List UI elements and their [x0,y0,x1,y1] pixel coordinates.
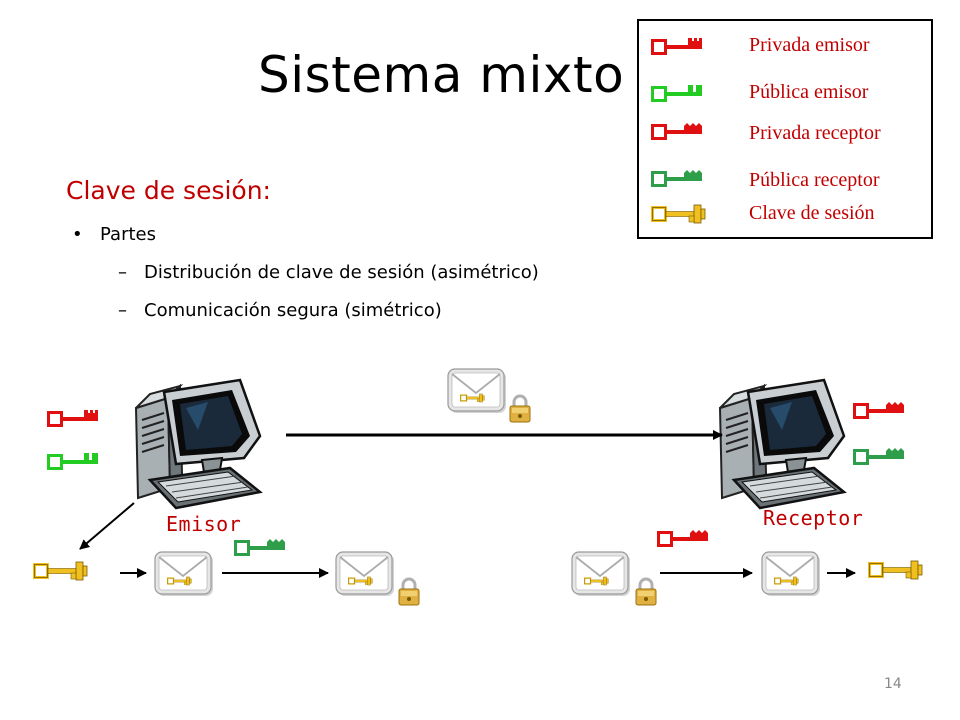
encrypt-with-receiver-public-key-icon [234,537,287,556]
sub-item-1-label: Distribución de clave de sesión (asimétr… [144,262,539,283]
session-key-envelope-icon [155,552,213,596]
legend-label-public-receiver: Pública receptor [749,169,880,191]
legend-label-public-sender: Pública emisor [749,81,869,103]
padlock-icon [397,577,421,607]
decrypted-envelope-icon [762,552,820,596]
sender-label: Emisor [166,512,242,536]
padlock-icon [634,577,658,607]
generate-arrow [79,502,135,550]
received-envelope-icon [572,552,630,596]
sender-private-key-icon [47,408,100,427]
legend-private-receiver-key-icon [651,121,704,140]
receiver-public-key-icon [853,446,906,465]
sub-item-2: –Comunicación segura (simétrico) [118,300,442,321]
sub-item-1: –Distribución de clave de sesión (asimét… [118,262,539,283]
sender-computer-icon [134,378,262,510]
sub-marker: – [118,262,127,283]
encrypted-session-key-envelope-icon [336,552,394,596]
legend-session-key-icon [651,203,707,225]
legend-label-session-key: Clave de sesión [749,202,875,224]
sender-public-key-icon [47,451,100,470]
slide-subtitle: Clave de sesión: [66,176,271,205]
decrypt-with-receiver-private-key-icon [657,528,710,547]
sub-marker: – [118,300,127,321]
page-number: 14 [884,676,902,692]
slide-title: Sistema mixto [258,46,625,104]
legend-public-sender-key-icon [651,83,704,102]
bullet-item: • Partes [72,224,156,245]
key-legend: Privada emisor Pública emisor Privada re… [637,19,933,239]
legend-public-receiver-key-icon [651,168,704,187]
encrypted-envelope-icon [448,369,506,413]
receiver-label: Receptor [763,506,864,530]
bullet-label: Partes [100,224,156,245]
sub-item-2-label: Comunicación segura (simétrico) [144,300,442,321]
receiver-computer-icon [718,378,846,510]
receiver-session-key-icon [868,559,924,581]
sender-session-key-icon [33,560,89,582]
legend-private-sender-key-icon [651,36,704,55]
padlock-icon [508,394,532,424]
bullet-marker: • [72,224,83,245]
legend-label-private-sender: Privada emisor [749,34,870,56]
legend-label-private-receiver: Privada receptor [749,122,881,144]
receiver-private-key-icon [853,400,906,419]
